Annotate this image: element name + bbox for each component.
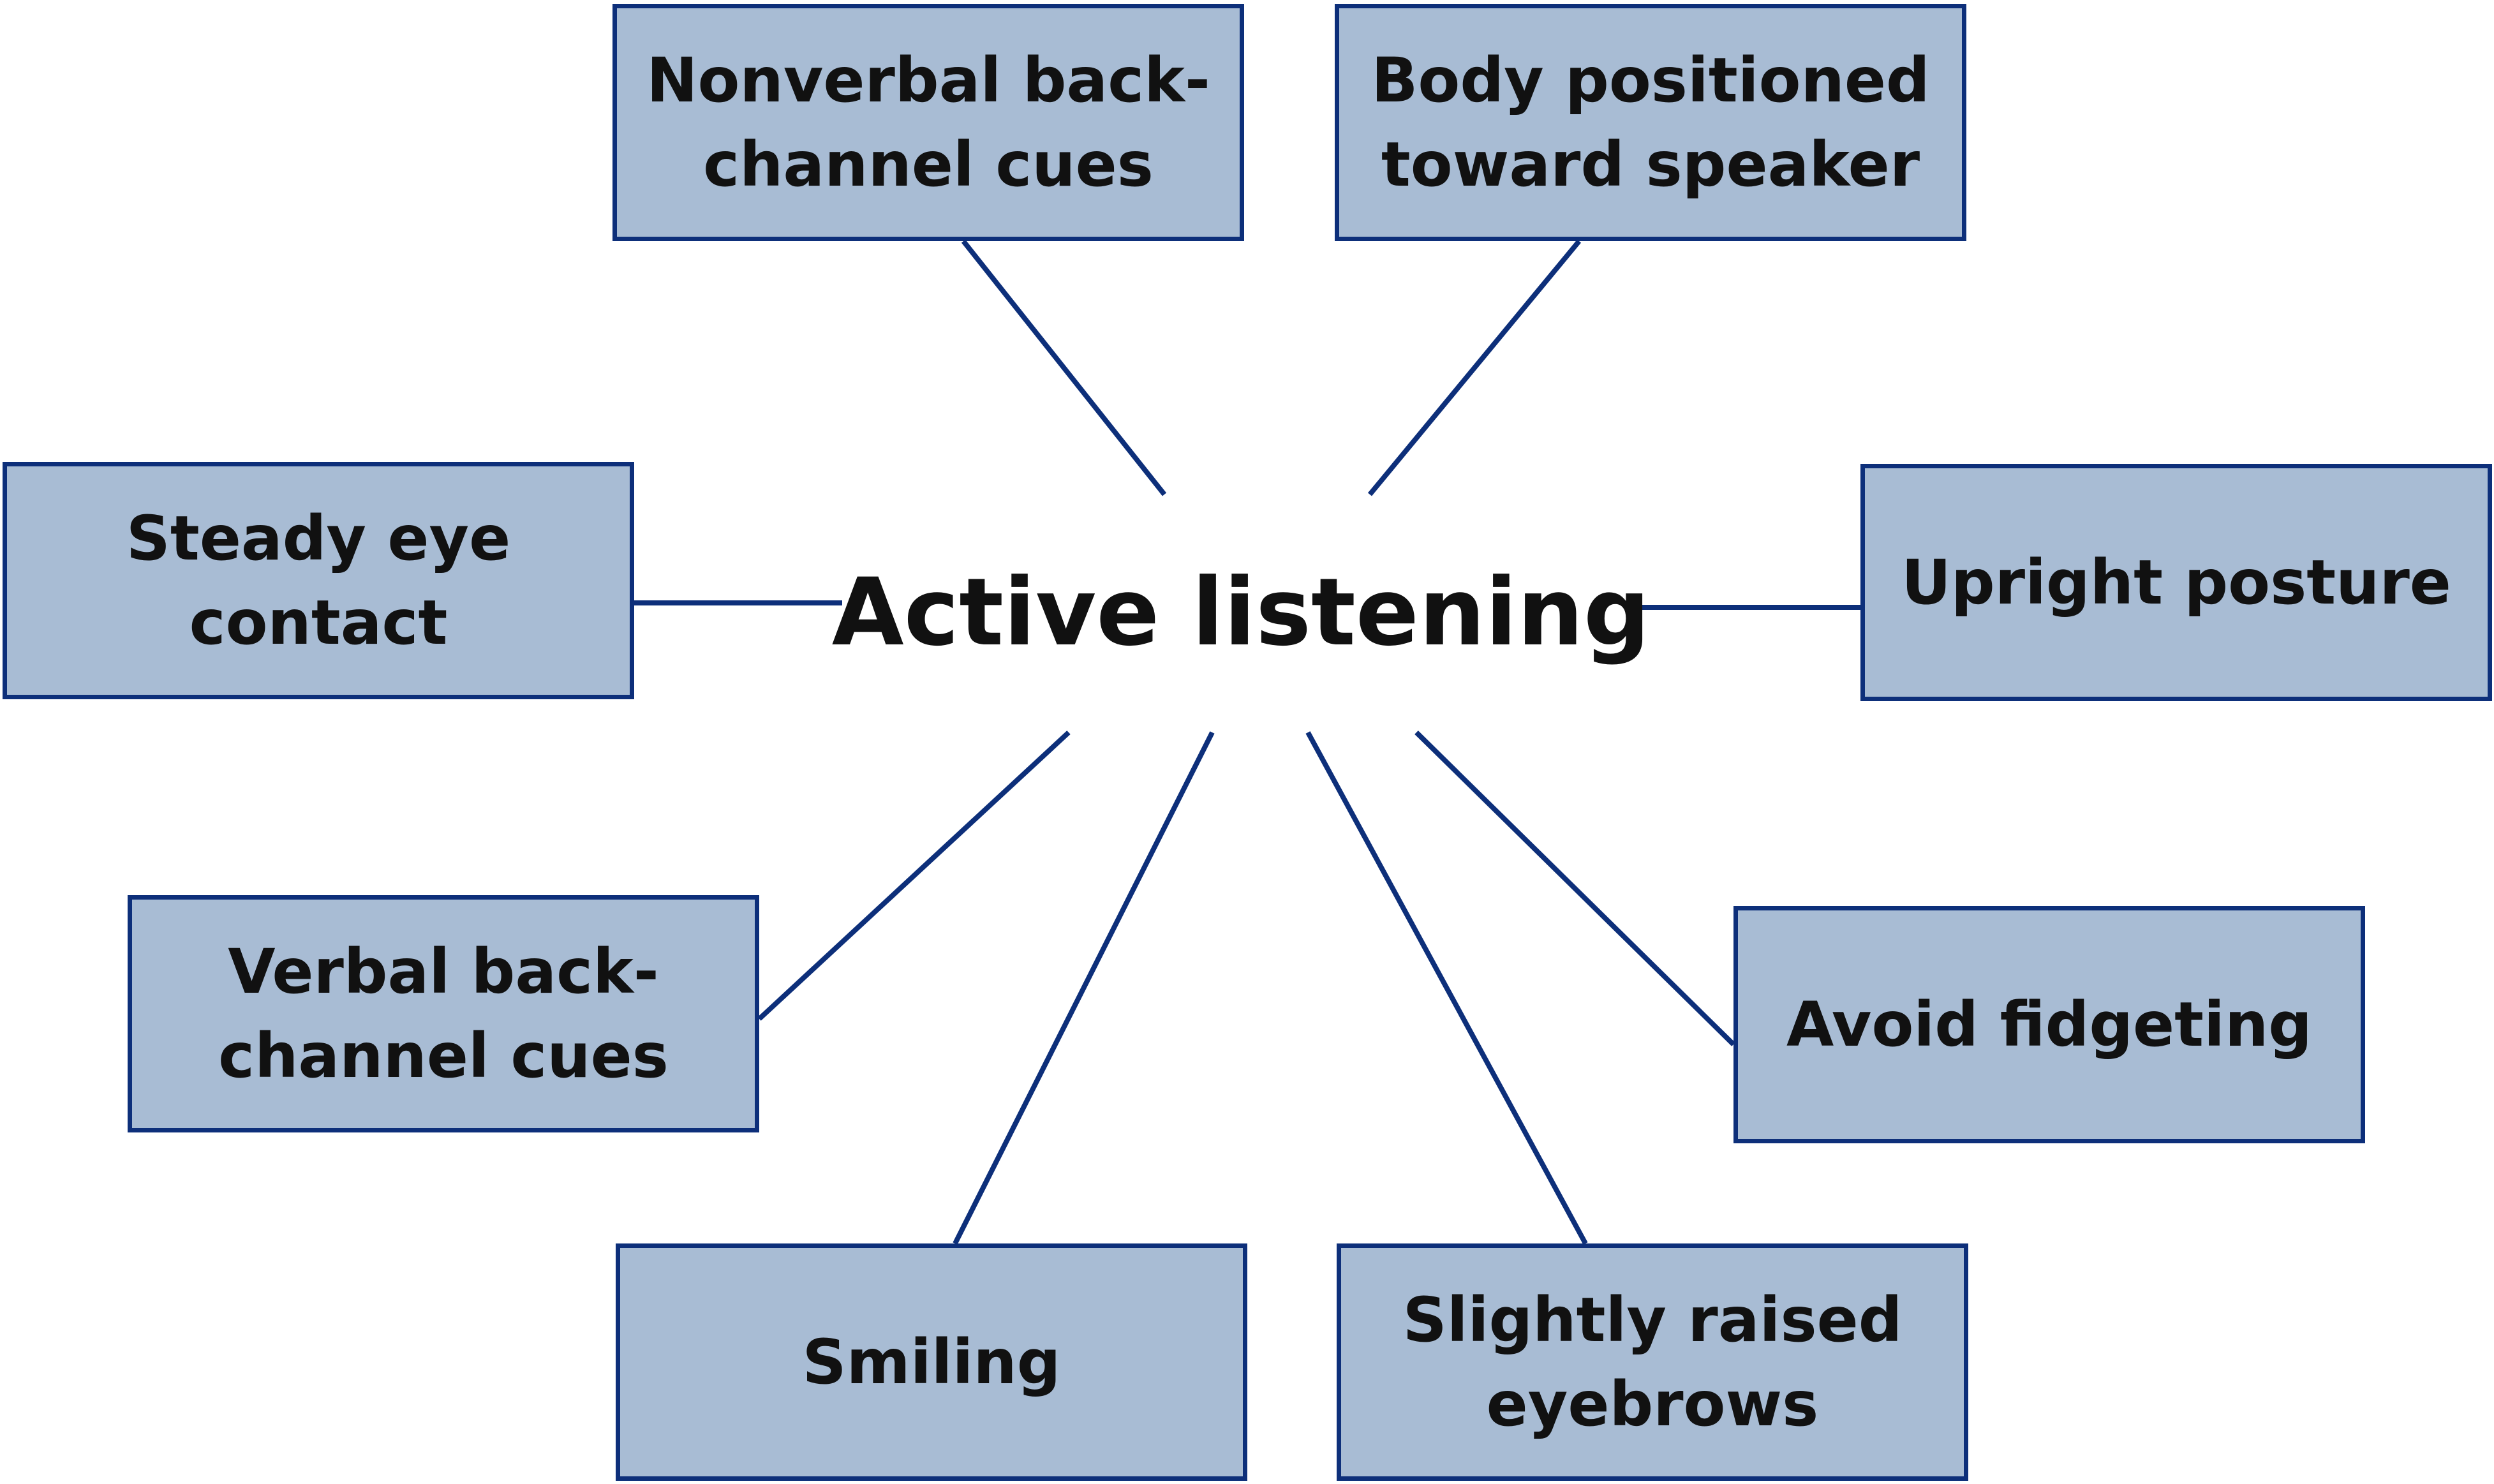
connector-eyebrows: [1305, 731, 1588, 1245]
node-body-positioned-toward-speaker: Body positioned toward speaker: [1335, 4, 1966, 241]
node-label: Upright posture: [1901, 547, 2451, 618]
node-label: Smiling: [802, 1326, 1061, 1398]
center-concept: Active listening: [831, 558, 1651, 667]
node-avoid-fidgeting: Avoid fidgeting: [1733, 906, 2365, 1143]
node-upright-posture: Upright posture: [1860, 464, 2492, 701]
node-nonverbal-back-channel-cues: Nonverbal back-channel cues: [612, 4, 1244, 241]
node-smiling: Smiling: [616, 1243, 1247, 1481]
node-label: Avoid fidgeting: [1786, 989, 2312, 1060]
connector-body: [1367, 239, 1582, 496]
node-verbal-back-channel-cues: Verbal back-channel cues: [128, 895, 759, 1132]
node-label: Slightly raised eyebrows: [1402, 1284, 1903, 1440]
node-steady-eye-contact: Steady eye contact: [3, 462, 634, 699]
connector-verbal: [757, 731, 1071, 1021]
connector-fidget: [1414, 731, 1735, 1046]
node-slightly-raised-eyebrows: Slightly raised eyebrows: [1337, 1243, 1968, 1481]
connector-smiling: [953, 731, 1215, 1245]
node-label: Verbal back-channel cues: [218, 936, 669, 1092]
node-label: Nonverbal back-channel cues: [646, 45, 1210, 200]
node-label: Steady eye contact: [126, 503, 511, 658]
node-label: Body positioned toward speaker: [1371, 45, 1930, 200]
connector-nonverbal: [961, 239, 1167, 496]
